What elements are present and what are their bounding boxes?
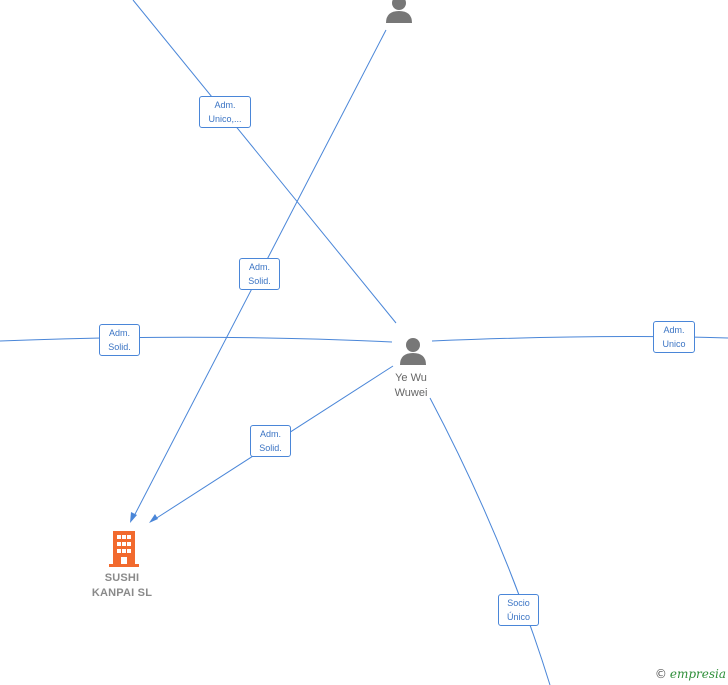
- edge-label-line: Unico,...: [208, 114, 242, 124]
- edge-label-line: Adm.: [108, 328, 130, 338]
- person-icon-top[interactable]: [384, 0, 414, 29]
- edge-label-line: Adm.: [214, 100, 236, 110]
- center-person-name-line-2: Wuwei: [394, 387, 428, 399]
- empresia-watermark: ©empresia: [655, 667, 726, 681]
- edge-label-line: Adm.: [259, 429, 281, 439]
- company-name-line-2: KANPAI SL: [91, 587, 153, 599]
- edge-label-line: Socio: [507, 598, 530, 608]
- edge-label-line: Solid.: [259, 443, 282, 453]
- company-name[interactable]: SUSHI KANPAI SL: [72, 571, 172, 601]
- edge-label-line: Único: [506, 612, 530, 622]
- edge-label-top-left[interactable]: Adm. Unico,...: [199, 96, 251, 128]
- company-name-line-1: SUSHI: [104, 572, 140, 584]
- center-person-name-line-1: Ye Wu: [395, 372, 427, 384]
- copyright-symbol: ©: [654, 667, 667, 681]
- center-person-name[interactable]: Ye Wu Wuwei: [378, 371, 444, 401]
- edge-label-line: Solid.: [108, 342, 131, 352]
- building-icon[interactable]: [109, 531, 139, 572]
- edge-label-left[interactable]: Adm. Solid.: [99, 324, 140, 356]
- edge-label-bottom[interactable]: Socio Único: [498, 594, 539, 626]
- brand-name: empresia: [669, 667, 726, 681]
- edge-label-line: Solid.: [248, 276, 271, 286]
- edge-label-line: Unico: [662, 339, 686, 349]
- arrowhead-center-to-company: [149, 514, 158, 523]
- edge-left-to-center: [0, 336, 393, 343]
- edge-label-line: Adm.: [248, 262, 270, 272]
- arrowhead-top-person-to-company: [130, 512, 137, 523]
- edge-center-to-bottom: [429, 397, 551, 685]
- person-icon-ye-wu-wuwei[interactable]: [398, 336, 428, 371]
- edge-label-center-to-company[interactable]: Adm. Solid.: [250, 425, 291, 457]
- edge-label-upper-mid[interactable]: Adm. Solid.: [239, 258, 280, 290]
- edge-label-right[interactable]: Adm. Unico: [653, 321, 695, 353]
- edge-label-line: Adm.: [663, 325, 685, 335]
- edge-top-left-to-center: [132, 0, 397, 324]
